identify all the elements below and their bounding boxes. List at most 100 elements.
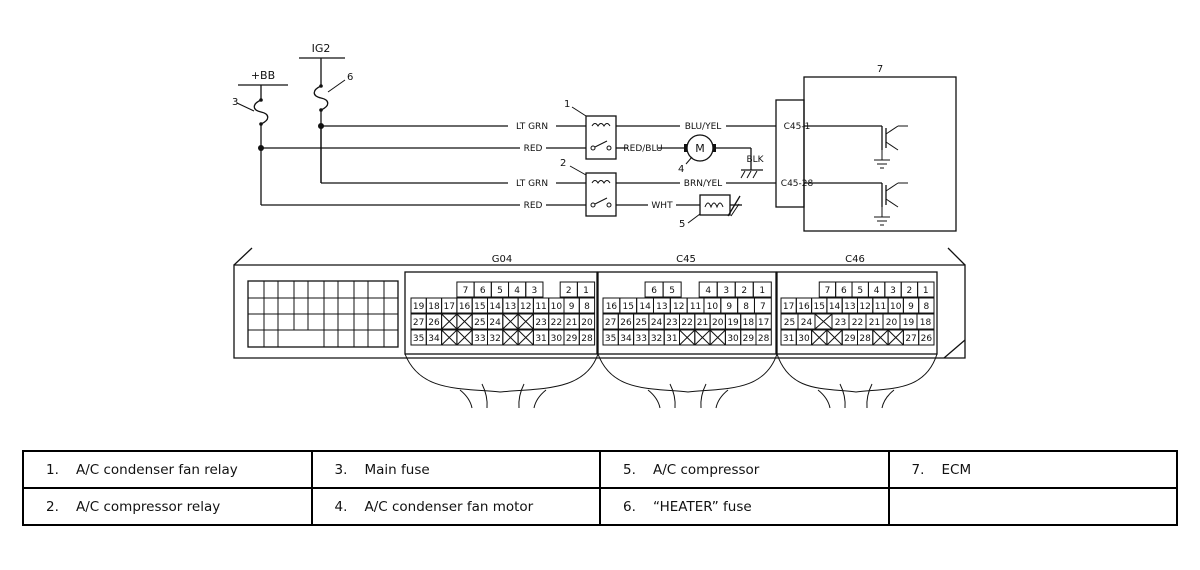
- pin-box: [755, 329, 772, 346]
- pin-number: 31: [535, 334, 546, 344]
- pin-number: 25: [636, 318, 647, 328]
- pin-number: 3: [723, 286, 729, 296]
- pin-box: [916, 313, 935, 330]
- pin-number: 30: [551, 334, 563, 344]
- callout-7: 7: [877, 64, 883, 75]
- harness-curves: [404, 353, 938, 409]
- pin-number: 17: [758, 318, 769, 328]
- pin-number: 19: [903, 318, 915, 328]
- legend-item-2: 2.A/C compressor relay: [22, 487, 313, 526]
- pin-number: 22: [852, 318, 863, 328]
- pin-number: 28: [859, 334, 871, 344]
- left-connector-grid: [247, 280, 399, 348]
- pin-number: 10: [707, 302, 719, 312]
- pin-number: 24: [489, 318, 501, 328]
- pin-box: [525, 281, 544, 298]
- pin-number: 4: [705, 286, 711, 296]
- main-fuse-symbol: [236, 85, 269, 205]
- callout-2: 2: [560, 158, 566, 169]
- pin-number: 8: [584, 302, 590, 312]
- pin-number: 35: [413, 334, 424, 344]
- supply-bb-label: +BB: [251, 69, 275, 82]
- pin-number: 8: [923, 302, 929, 312]
- pin-number: 28: [581, 334, 593, 344]
- pin-number: 19: [727, 318, 739, 328]
- pin-number: 7: [825, 286, 831, 296]
- pin-number: 4: [874, 286, 880, 296]
- pin-number: 15: [474, 302, 485, 312]
- motor-label: M: [695, 142, 705, 155]
- compressor-relay-symbol: [585, 172, 617, 217]
- wire-brn-yel: BRN/YEL: [684, 179, 722, 189]
- pin-number: 21: [566, 318, 577, 328]
- pin-number: 7: [463, 286, 469, 296]
- connector-label-c46: C46: [845, 254, 865, 265]
- pin-number: 13: [505, 302, 516, 312]
- pin-box: [918, 329, 935, 346]
- pin-number: 17: [783, 302, 794, 312]
- pin-cross: [441, 313, 458, 330]
- compressor-clutch-symbol: [699, 194, 742, 217]
- pin-number: 33: [474, 334, 485, 344]
- pin-number: 30: [727, 334, 739, 344]
- wire-red-2: RED: [524, 201, 543, 211]
- condenser-fan-relay-symbol: [585, 115, 617, 160]
- pin-number: 33: [636, 334, 647, 344]
- pin-cross: [826, 329, 843, 346]
- pin-number: 34: [428, 334, 440, 344]
- pin-number: 24: [651, 318, 663, 328]
- pin-number: 21: [697, 318, 708, 328]
- pin-number: 27: [905, 334, 916, 344]
- legend-row: 1.A/C condenser fan relay 3.Main fuse 5.…: [22, 450, 1178, 489]
- pin-number: 20: [581, 318, 593, 328]
- connector-label-c45: C45: [676, 254, 696, 265]
- pin-number: 26: [620, 318, 632, 328]
- pin-number: 16: [798, 302, 810, 312]
- pin-number: 14: [489, 302, 501, 312]
- wire-wht: WHT: [651, 201, 673, 211]
- pin-number: 12: [673, 302, 684, 312]
- pin-box: [918, 297, 935, 314]
- pin-number: 9: [726, 302, 732, 312]
- pin-number: 9: [908, 302, 914, 312]
- pin-number: 16: [606, 302, 618, 312]
- ecm-symbol: [775, 76, 957, 232]
- pin-number: 27: [605, 318, 616, 328]
- legend-item-6: 6.“HEATER” fuse: [599, 487, 890, 526]
- pin-cross: [517, 313, 534, 330]
- pin-number: 13: [844, 302, 855, 312]
- pin-number: 23: [835, 318, 846, 328]
- pin-cross: [517, 329, 534, 346]
- pin-box: [578, 297, 596, 314]
- pin-number: 18: [920, 318, 932, 328]
- pin-number: 22: [681, 318, 692, 328]
- pin-number: 24: [801, 318, 813, 328]
- pin-number: 11: [535, 302, 546, 312]
- pin-box: [752, 281, 772, 298]
- pin-number: 13: [656, 302, 667, 312]
- pin-number: 1: [759, 286, 765, 296]
- pin-number: 14: [639, 302, 651, 312]
- legend-row: 2.A/C compressor relay 4.A/C condenser f…: [22, 487, 1178, 526]
- ecm-terminal-c45-28: C45-28: [781, 179, 814, 189]
- callout-6: 6: [347, 72, 353, 83]
- legend-item-empty: [887, 487, 1178, 526]
- pin-cross: [441, 329, 458, 346]
- pin-number: 10: [551, 302, 563, 312]
- pin-number: 26: [921, 334, 933, 344]
- pin-number: 20: [712, 318, 724, 328]
- pin-number: 21: [869, 318, 880, 328]
- pin-number: 2: [741, 286, 747, 296]
- callout-1: 1: [564, 99, 570, 110]
- legend-item-5: 5.A/C compressor: [599, 450, 890, 489]
- pin-number: 6: [841, 286, 847, 296]
- pin-number: 31: [666, 334, 677, 344]
- legend-item-7: 7.ECM: [887, 450, 1178, 489]
- pin-number: 1: [583, 286, 589, 296]
- wire-lt-grn-1: LT GRN: [516, 122, 548, 132]
- pin-cross: [872, 329, 889, 346]
- pin-box: [576, 281, 596, 298]
- pin-number: 29: [743, 334, 755, 344]
